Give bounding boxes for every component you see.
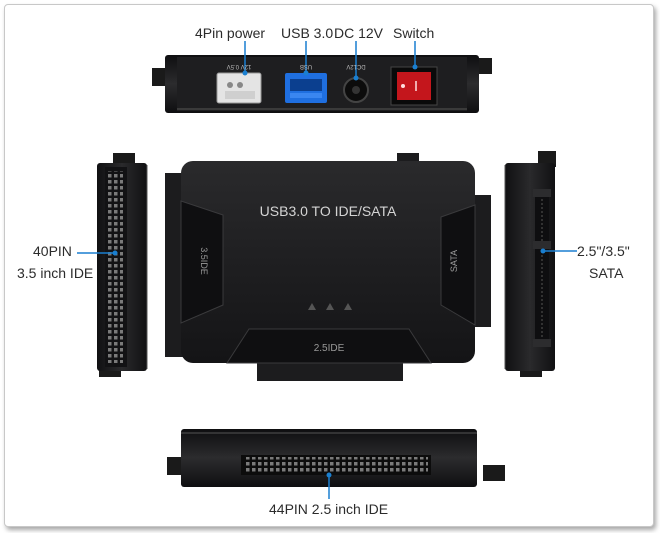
device-top-label: USB3.0 TO IDE/SATA bbox=[260, 203, 397, 219]
sata-label-line2: SATA bbox=[589, 265, 624, 281]
usb-port bbox=[285, 41, 327, 103]
usb-port-print: USB bbox=[300, 63, 312, 69]
bottom-port-label: 2.5IDE bbox=[314, 343, 345, 354]
power-port-print: 12V 0.5V bbox=[227, 63, 252, 69]
dc-port bbox=[343, 41, 369, 103]
switch-label: Switch bbox=[393, 25, 435, 41]
right-port-label: SATA bbox=[449, 250, 459, 272]
power-switch bbox=[390, 41, 438, 106]
ide35-label-line2: 3.5 inch IDE bbox=[17, 265, 94, 281]
dc-port-print: DC12V bbox=[346, 63, 365, 69]
product-frame: 12V 0.5V USB DC12V bbox=[4, 4, 654, 527]
left-side-view bbox=[77, 153, 148, 377]
right-side-view bbox=[504, 151, 577, 377]
dc-label: DC 12V bbox=[334, 25, 384, 41]
power-label: 4Pin power bbox=[195, 25, 266, 41]
top-side-view: 12V 0.5V USB DC12V bbox=[152, 41, 492, 113]
power-port bbox=[216, 41, 262, 104]
usb-label: USB 3.0 bbox=[281, 25, 334, 41]
left-port-label: 3.5IDE bbox=[199, 247, 209, 275]
bottom-side-view bbox=[167, 429, 505, 499]
ide25-label: 44PIN 2.5 inch IDE bbox=[269, 501, 389, 517]
center-device: USB3.0 TO IDE/SATA 3.5IDE SATA 2.5IDE bbox=[165, 153, 491, 381]
sata-label-line1: 2.5"/3.5" bbox=[577, 243, 630, 259]
ide35-label-line1: 40PIN bbox=[33, 243, 72, 259]
device-illustration: 12V 0.5V USB DC12V bbox=[77, 41, 577, 499]
status-leds bbox=[308, 303, 352, 310]
